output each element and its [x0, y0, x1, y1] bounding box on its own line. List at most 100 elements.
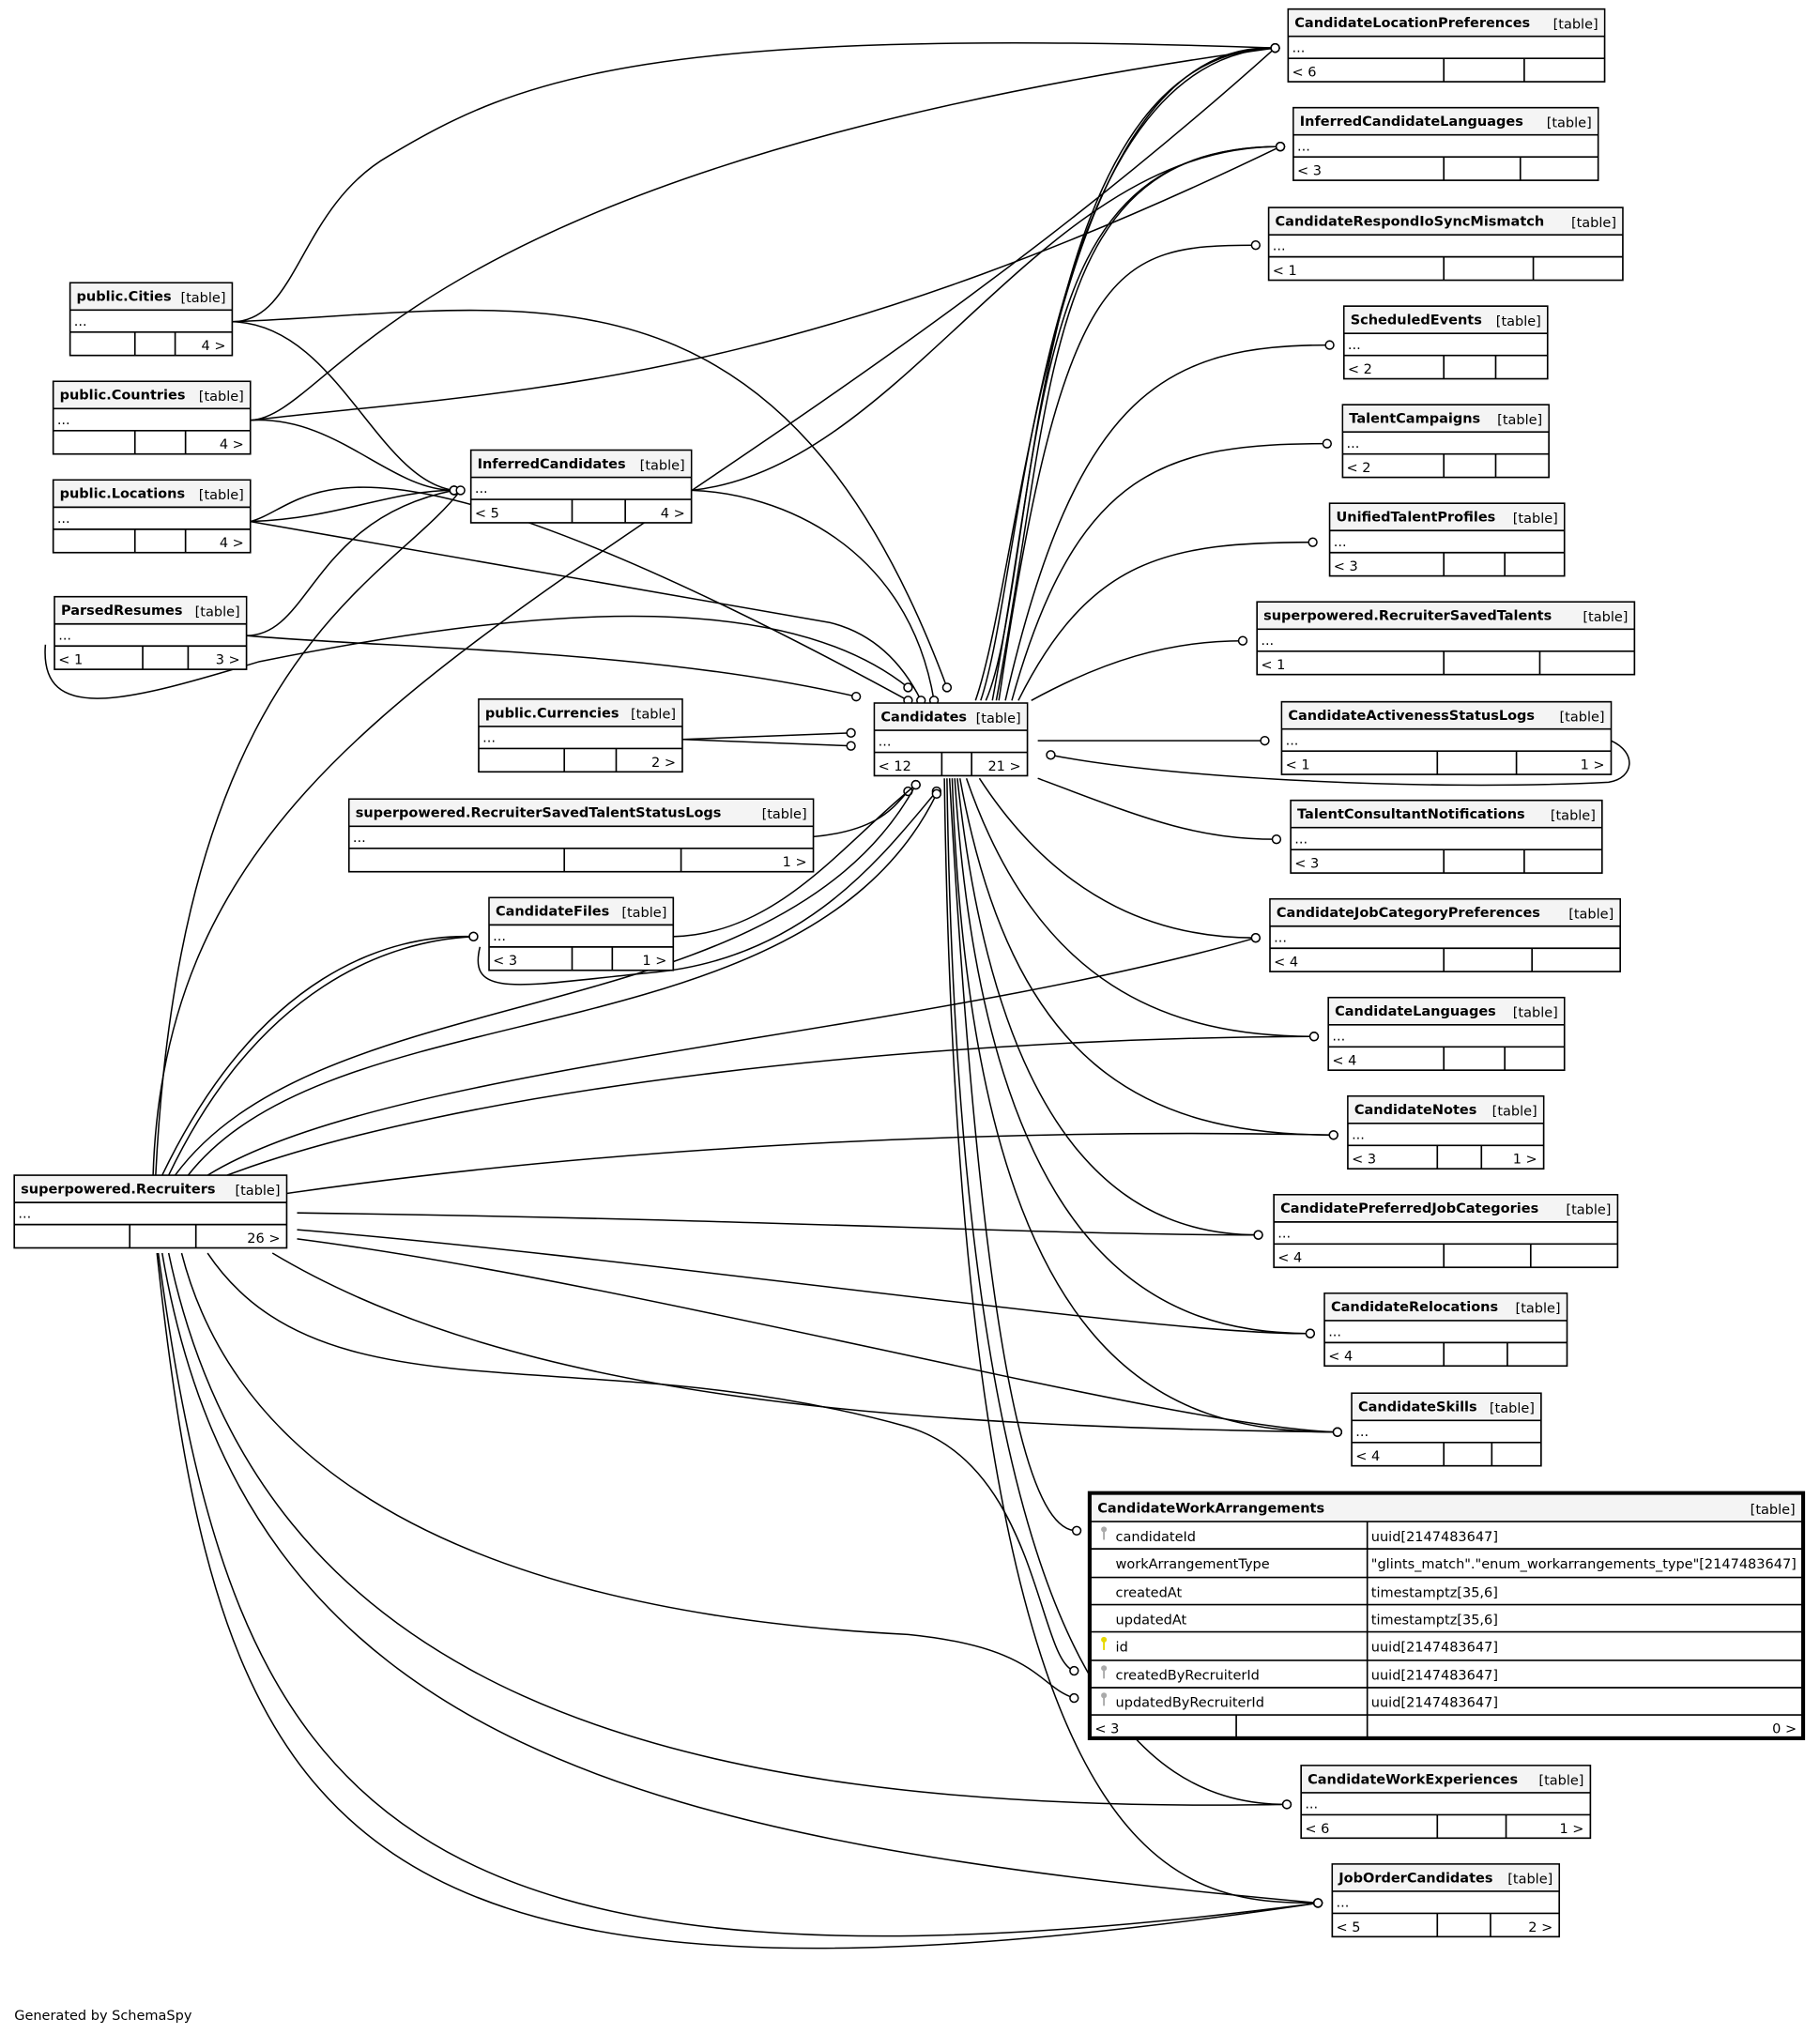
parents-count[interactable]: < 4: [1328, 1350, 1353, 1365]
table-talent-consultant-notifications[interactable]: TalentConsultantNotifications[table]...<…: [1290, 799, 1603, 874]
table-name[interactable]: CandidateLocationPreferences: [1294, 16, 1530, 31]
table-candidate-preferred-job-categories[interactable]: CandidatePreferredJobCategories[table]..…: [1273, 1194, 1619, 1269]
table-name[interactable]: TalentConsultantNotifications: [1297, 807, 1525, 822]
table-superpowered-recruiters[interactable]: superpowered.Recruiters[table]...26 >: [13, 1174, 288, 1249]
parents-count[interactable]: < 12: [879, 759, 911, 774]
table-candidate-location-preferences[interactable]: CandidateLocationPreferences[table]...< …: [1287, 8, 1606, 83]
table-candidate-skills[interactable]: CandidateSkills[table]...< 4: [1351, 1392, 1542, 1467]
parents-count[interactable]: < 4: [1277, 1251, 1302, 1266]
parents-count[interactable]: < 1: [1261, 658, 1285, 673]
children-count[interactable]: 21 >: [987, 759, 1020, 774]
table-name[interactable]: CandidateSkills: [1358, 1400, 1477, 1415]
children-count[interactable]: 4 >: [202, 339, 226, 354]
table-name[interactable]: public.Currencies: [485, 706, 619, 721]
table-name[interactable]: public.Cities: [77, 290, 172, 305]
table-public-locations[interactable]: public.Locations[table]...4 >: [52, 479, 252, 554]
table-name[interactable]: superpowered.RecruiterSavedTalentStatusL…: [356, 806, 722, 821]
parents-count[interactable]: < 4: [1332, 1054, 1356, 1069]
table-name[interactable]: CandidateNotes: [1354, 1103, 1477, 1118]
table-name[interactable]: CandidateRelocations: [1331, 1300, 1498, 1315]
children-count[interactable]: 0 >: [1772, 1721, 1797, 1736]
table-name[interactable]: CandidatePreferredJobCategories: [1280, 1201, 1538, 1216]
table-name[interactable]: TalentCampaigns: [1349, 412, 1480, 427]
parents-count[interactable]: < 2: [1348, 362, 1372, 377]
table-scheduled-events[interactable]: ScheduledEvents[table]...< 2: [1342, 305, 1549, 380]
table-name[interactable]: CandidateJobCategoryPreferences: [1277, 906, 1540, 921]
table-name[interactable]: JobOrderCandidates: [1338, 1871, 1492, 1886]
parents-count[interactable]: < 6: [1305, 1822, 1329, 1837]
parents-count[interactable]: < 5: [1336, 1920, 1360, 1935]
parents-count[interactable]: < 1: [1286, 758, 1310, 773]
table-name[interactable]: InferredCandidates: [478, 457, 626, 472]
children-count[interactable]: 1 >: [1581, 758, 1605, 773]
children-count[interactable]: 26 >: [247, 1231, 280, 1246]
parents-count[interactable]: < 6: [1292, 66, 1317, 81]
children-count[interactable]: 1 >: [642, 954, 666, 969]
table-name[interactable]: CandidateFiles: [496, 905, 609, 920]
parents-count[interactable]: < 5: [475, 506, 499, 521]
table-unified-talent-profiles[interactable]: UnifiedTalentProfiles[table]...< 3: [1328, 502, 1566, 577]
table-superpowered-recruiter-saved-talents[interactable]: superpowered.RecruiterSavedTalents[table…: [1256, 601, 1636, 676]
children-count[interactable]: 4 >: [220, 437, 244, 452]
children-count[interactable]: 1 >: [1513, 1153, 1537, 1168]
table-name[interactable]: Candidates: [880, 710, 967, 725]
table-candidate-work-arrangements[interactable]: CandidateWorkArrangements[table]candidat…: [1087, 1491, 1806, 1740]
table-name[interactable]: CandidateWorkExperiences: [1308, 1772, 1518, 1787]
table-candidate-activeness-status-logs[interactable]: CandidateActivenessStatusLogs[table]...<…: [1280, 700, 1613, 775]
table-talent-campaigns[interactable]: TalentCampaigns[table]...< 2: [1341, 404, 1550, 479]
table-public-currencies[interactable]: public.Currencies[table]...2 >: [478, 698, 683, 773]
children-count[interactable]: 4 >: [661, 506, 685, 521]
table-inferred-candidate-languages[interactable]: InferredCandidateLanguages[table]...< 3: [1292, 106, 1599, 181]
parents-count[interactable]: < 4: [1355, 1449, 1380, 1464]
table-candidate-respond-io-sync-mismatch[interactable]: CandidateRespondIoSyncMismatch[table]...…: [1267, 206, 1624, 282]
table-name[interactable]: UnifiedTalentProfiles: [1336, 511, 1495, 526]
table-name[interactable]: CandidateRespondIoSyncMismatch: [1276, 214, 1545, 229]
parents-count[interactable]: < 3: [1094, 1721, 1119, 1736]
children-count[interactable]: 1 >: [783, 855, 807, 870]
table-candidate-languages[interactable]: CandidateLanguages[table]...< 4: [1327, 996, 1566, 1071]
table-public-countries[interactable]: public.Countries[table]...4 >: [52, 380, 252, 455]
parents-count[interactable]: < 2: [1347, 461, 1371, 476]
column-row[interactable]: workArrangementType"glints_match"."enum_…: [1116, 1557, 1797, 1572]
parents-count[interactable]: < 3: [493, 954, 517, 969]
children-count[interactable]: 2 >: [651, 756, 676, 771]
table-name[interactable]: CandidateLanguages: [1335, 1004, 1496, 1019]
table-name[interactable]: CandidateActivenessStatusLogs: [1288, 709, 1535, 724]
table-name[interactable]: InferredCandidateLanguages: [1300, 115, 1523, 130]
table-name[interactable]: CandidateWorkArrangements: [1097, 1501, 1324, 1516]
parents-count[interactable]: < 3: [1352, 1153, 1376, 1168]
parents-count[interactable]: < 3: [1334, 559, 1358, 574]
children-count[interactable]: 1 >: [1559, 1822, 1583, 1837]
table-name[interactable]: ScheduledEvents: [1351, 314, 1482, 329]
parents-count[interactable]: < 3: [1294, 857, 1319, 872]
table-public-cities[interactable]: public.Cities[table]...4 >: [69, 282, 234, 357]
table-superpowered-recruiter-saved-talent-status-logs[interactable]: superpowered.RecruiterSavedTalentStatusL…: [347, 798, 815, 873]
table-candidate-relocations[interactable]: CandidateRelocations[table]...< 4: [1323, 1292, 1568, 1368]
table-name[interactable]: public.Countries: [60, 389, 186, 404]
table-name[interactable]: ParsedResumes: [61, 604, 183, 619]
children-count[interactable]: 4 >: [220, 536, 244, 551]
children-count[interactable]: 2 >: [1528, 1920, 1552, 1935]
parents-count[interactable]: < 4: [1274, 956, 1298, 971]
table-name[interactable]: public.Locations: [60, 487, 186, 502]
parents-count[interactable]: < 3: [1297, 164, 1322, 179]
parents-count[interactable]: < 1: [1273, 264, 1297, 279]
parents-count[interactable]: < 1: [58, 653, 83, 668]
children-count[interactable]: 3 >: [216, 653, 240, 668]
table-name[interactable]: superpowered.Recruiters: [21, 1182, 215, 1197]
table-candidate-job-category-preferences[interactable]: CandidateJobCategoryPreferences[table]..…: [1269, 897, 1621, 972]
table-name[interactable]: superpowered.RecruiterSavedTalents: [1263, 609, 1552, 624]
